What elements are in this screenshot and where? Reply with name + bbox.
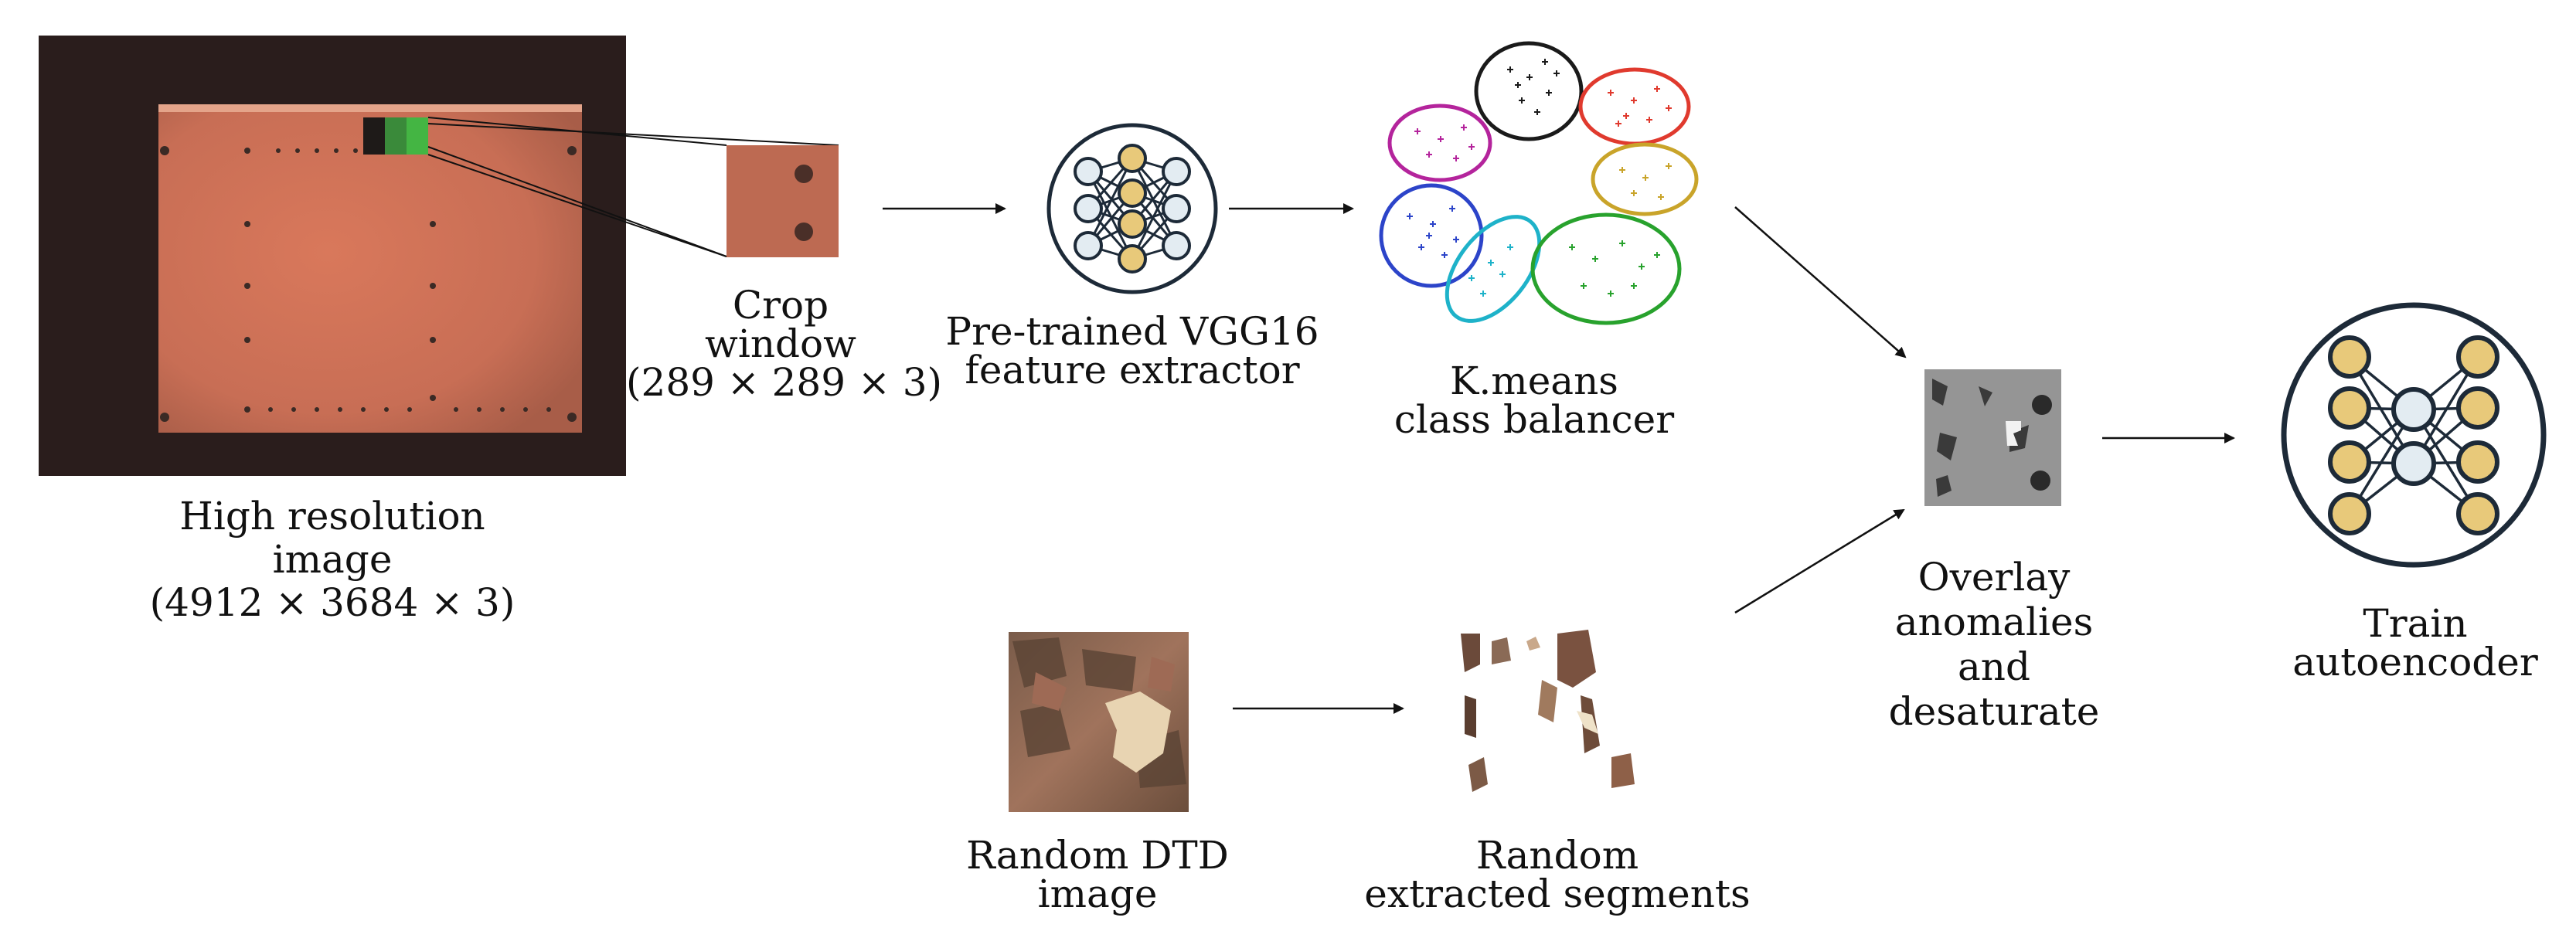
kmeans-cluster-plot: [1379, 41, 1699, 325]
high-resolution-image: [39, 36, 626, 476]
random-dtd-image: [1009, 632, 1189, 812]
crop-projection-lines: [427, 117, 839, 257]
cluster-blue: [1379, 183, 1484, 288]
cluster-magenta: [1387, 104, 1492, 182]
label-kmeans-class-balancer: K.means class balancer: [1393, 358, 1675, 442]
label-train-autoencoder: Train autoencoder: [2292, 601, 2538, 685]
label-random-extracted-segments: Random extracted segments: [1364, 833, 1751, 916]
vgg16-network-icon: [1046, 123, 1218, 294]
cluster-black: [1474, 41, 1584, 141]
label-high-resolution-image: High resolution image (4912 × 3684 × 3): [149, 494, 516, 625]
cluster-red: [1578, 67, 1691, 146]
cluster-green: [1530, 212, 1682, 325]
cluster-cyan: [1445, 215, 1542, 323]
arrow-segments-to-overlay: [1734, 508, 1905, 614]
label-random-dtd-image: Random DTD image: [966, 833, 1229, 916]
label-overlay-anomalies: Overlay anomalies and desaturate: [1888, 555, 2100, 734]
random-extracted-segments: [1461, 630, 1635, 792]
cluster-yellow: [1591, 142, 1699, 216]
label-crop-window: Crop window (289 × 289 × 3): [626, 283, 943, 405]
kmeans-points: [1407, 59, 1672, 297]
overlay-anomalies-image: [1924, 369, 2061, 506]
label-vgg16-feature-extractor: Pre-trained VGG16 feature extractor: [945, 309, 1319, 392]
crop-window-image: [727, 145, 839, 257]
autoencoder-network-icon: [2281, 302, 2547, 568]
arrow-kmeans-to-overlay: [1734, 206, 1907, 358]
